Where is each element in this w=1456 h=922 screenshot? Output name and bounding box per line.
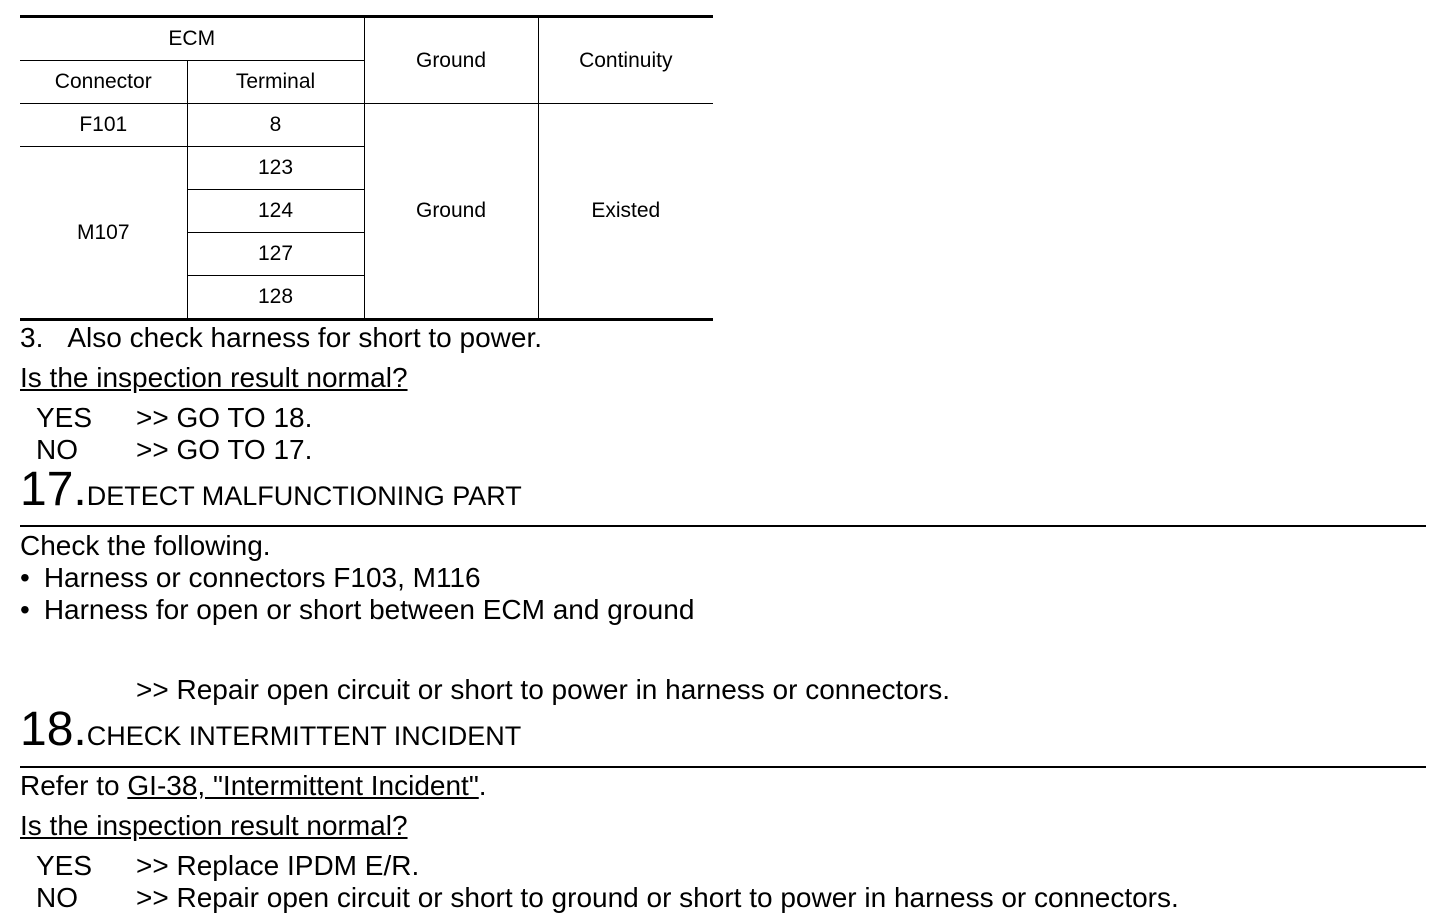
header-ecm: ECM — [20, 16, 365, 61]
answer-no-label: NO — [36, 882, 78, 913]
cell-continuity: Existed — [537, 103, 714, 320]
table-row: 127 — [20, 232, 713, 276]
bullet-icon: • — [20, 562, 30, 593]
header-ground: Ground — [363, 16, 539, 104]
header-connector: Connector — [20, 60, 188, 104]
inspection-question: Is the inspection result normal? — [20, 810, 408, 841]
step-18-heading: 18.CHECK INTERMITTENT INCIDENT — [20, 706, 521, 754]
cell-terminal: 123 — [186, 146, 365, 190]
step-17-number: 17. — [20, 463, 87, 516]
check-intro: Check the following. — [20, 530, 271, 561]
header-terminal: Terminal — [186, 60, 365, 104]
list-item: •Harness or connectors F103, M116 — [20, 562, 481, 593]
table-row: F101 8 Ground Existed — [20, 103, 714, 320]
table-row: M107 123 — [20, 146, 713, 320]
step-17-heading: 17.DETECT MALFUNCTIONING PART — [20, 466, 522, 514]
repair-action: >> Repair open circuit or short to power… — [136, 674, 950, 705]
answer-yes-action: >> Replace IPDM E/R. — [136, 850, 420, 881]
cell-terminal: 8 — [186, 103, 365, 147]
table-row: 124 — [20, 189, 713, 233]
answer-yes-label: YES — [36, 402, 93, 433]
inspection-question: Is the inspection result normal? — [20, 362, 408, 393]
step-18-title: CHECK INTERMITTENT INCIDENT — [86, 721, 522, 751]
divider — [20, 766, 1426, 768]
bullet-icon: • — [20, 594, 30, 625]
step-3-number: 3. — [20, 322, 44, 353]
cell-connector: F101 — [20, 103, 188, 147]
step-3-text: Also check harness for short to power. — [67, 322, 543, 353]
header-continuity: Continuity — [537, 16, 714, 104]
step-3: 3. Also check harness for short to power. — [20, 322, 542, 354]
table-row: 128 — [20, 275, 713, 320]
intermittent-incident-link[interactable]: GI-38, "Intermittent Incident" — [127, 770, 479, 801]
cell-terminal: 127 — [187, 232, 365, 276]
cell-terminal: 124 — [187, 189, 365, 233]
answer-yes-label: YES — [36, 850, 93, 881]
answer-no-action: >> GO TO 17. — [136, 434, 313, 465]
refer-line: Refer to GI-38, "Intermittent Incident". — [20, 770, 487, 801]
step-17-title: DETECT MALFUNCTIONING PART — [86, 481, 522, 511]
cell-connector: M107 — [20, 146, 188, 320]
ecm-ground-continuity-table: ECM Ground Continuity Connector Terminal… — [20, 15, 714, 321]
divider — [20, 525, 1426, 527]
answer-yes-action: >> GO TO 18. — [136, 402, 313, 433]
cell-ground: Ground — [363, 103, 539, 320]
answer-no-label: NO — [36, 434, 78, 465]
answer-no-action: >> Repair open circuit or short to groun… — [136, 882, 1179, 913]
step-18-number: 18. — [20, 703, 87, 756]
list-item: •Harness for open or short between ECM a… — [20, 594, 695, 625]
cell-terminal: 128 — [187, 275, 365, 320]
